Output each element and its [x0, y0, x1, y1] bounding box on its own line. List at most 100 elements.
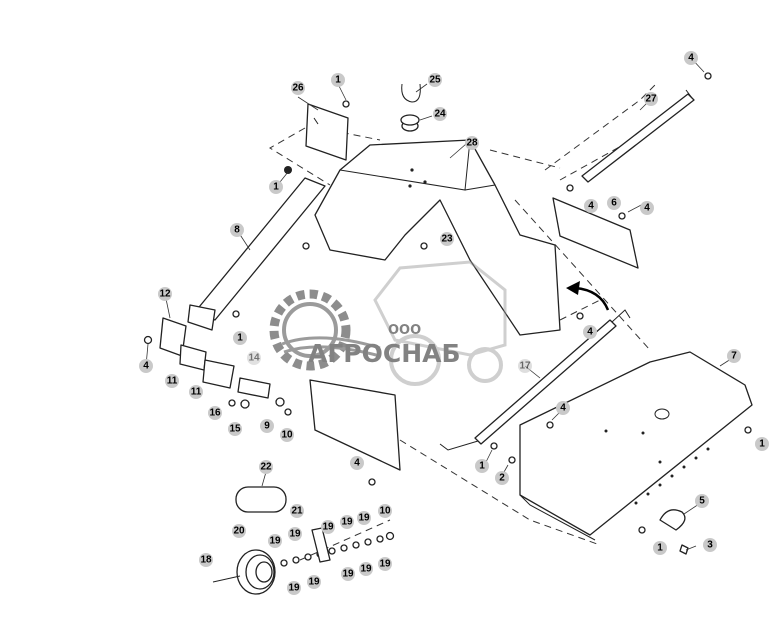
- tie-rod: [439, 309, 631, 451]
- callout-19: 19: [288, 527, 302, 541]
- watermark-name: АГРОСНАБ: [308, 339, 461, 368]
- hood-cover: [314, 139, 561, 336]
- callout-10: 10: [280, 428, 294, 442]
- svg-text:26: 26: [292, 83, 304, 94]
- svg-text:15: 15: [229, 424, 241, 435]
- callout-4: 4: [640, 201, 654, 215]
- svg-text:10: 10: [379, 506, 391, 517]
- bracket-hardware: [143, 310, 285, 409]
- svg-text:25: 25: [429, 75, 441, 86]
- callout-19: 19: [307, 575, 321, 589]
- svg-text:23: 23: [441, 234, 453, 245]
- fasteners: [228, 72, 752, 534]
- callout-1: 1: [331, 73, 345, 87]
- top-rod: [581, 89, 695, 183]
- callout-16: 16: [208, 406, 222, 420]
- svg-text:19: 19: [288, 583, 300, 594]
- svg-text:9: 9: [264, 421, 270, 432]
- svg-text:22: 22: [260, 462, 272, 473]
- combine-harvester-icon: [373, 260, 507, 386]
- svg-text:4: 4: [560, 403, 566, 414]
- gear-icon: [269, 289, 381, 371]
- pipe-clamp: [659, 509, 689, 555]
- svg-text:24: 24: [434, 109, 446, 120]
- svg-text:4: 4: [587, 327, 593, 338]
- callout-17: 17: [518, 359, 532, 373]
- callout-19: 19: [359, 562, 373, 576]
- washer-stack: [280, 527, 395, 567]
- svg-text:17: 17: [519, 361, 531, 372]
- callout-15: 15: [228, 422, 242, 436]
- svg-text:19: 19: [269, 536, 281, 547]
- callout-20: 20: [232, 524, 246, 538]
- callout-23: 23: [440, 232, 454, 246]
- callout-19: 19: [378, 557, 392, 571]
- svg-text:14: 14: [248, 353, 260, 364]
- svg-text:28: 28: [466, 138, 478, 149]
- svg-text:2: 2: [499, 473, 505, 484]
- callout-25: 25: [428, 73, 442, 87]
- svg-text:4: 4: [354, 458, 360, 469]
- svg-text:4: 4: [688, 53, 694, 64]
- callout-3: 3: [703, 538, 717, 552]
- svg-text:1: 1: [479, 461, 485, 472]
- callout-26: 26: [291, 81, 305, 95]
- svg-text:4: 4: [143, 361, 149, 372]
- callout-1: 1: [653, 541, 667, 555]
- support-arm: [187, 166, 326, 331]
- svg-text:3: 3: [707, 540, 713, 551]
- svg-text:1: 1: [335, 75, 341, 86]
- svg-text:27: 27: [645, 94, 657, 105]
- callout-4: 4: [684, 51, 698, 65]
- svg-text:19: 19: [308, 577, 320, 588]
- callout-1: 1: [755, 437, 769, 451]
- callout-1: 1: [475, 459, 489, 473]
- callout-12: 12: [158, 287, 172, 301]
- svg-text:6: 6: [611, 198, 617, 209]
- svg-text:1: 1: [237, 333, 243, 344]
- svg-text:19: 19: [360, 564, 372, 575]
- svg-text:19: 19: [289, 529, 301, 540]
- callout-4: 4: [583, 325, 597, 339]
- callout-7: 7: [727, 349, 741, 363]
- svg-text:10: 10: [281, 430, 293, 441]
- watermark-prefix: ООО: [388, 323, 421, 338]
- svg-text:19: 19: [342, 569, 354, 580]
- callout-19: 19: [341, 567, 355, 581]
- mount-brackets: [159, 317, 235, 389]
- callout-8: 8: [230, 223, 244, 237]
- cover-plate: [552, 197, 639, 269]
- callout-24: 24: [433, 107, 447, 121]
- watermark-logo: ООО АГРОСНАБ: [269, 260, 507, 386]
- callout-14: 14: [247, 351, 261, 365]
- u-bolt-and-bushing: [400, 83, 421, 132]
- callout-6: 6: [607, 196, 621, 210]
- svg-text:16: 16: [209, 408, 221, 419]
- callout-11: 11: [165, 374, 179, 388]
- svg-text:5: 5: [699, 496, 705, 507]
- svg-text:19: 19: [322, 522, 334, 533]
- svg-text:1: 1: [657, 543, 663, 554]
- svg-text:8: 8: [234, 225, 240, 236]
- plate-hole-row: [634, 447, 710, 505]
- svg-text:19: 19: [358, 513, 370, 524]
- callout-28: 28: [465, 136, 479, 150]
- callout-9: 9: [260, 419, 274, 433]
- svg-text:11: 11: [167, 376, 178, 387]
- svg-text:4: 4: [588, 201, 594, 212]
- svg-text:4: 4: [644, 203, 650, 214]
- callout-19: 19: [287, 581, 301, 595]
- callout-19: 19: [321, 520, 335, 534]
- callout-21: 21: [290, 504, 304, 518]
- svg-text:1: 1: [273, 182, 279, 193]
- rotation-arrow: [566, 281, 610, 311]
- svg-text:19: 19: [379, 559, 391, 570]
- callout-4: 4: [556, 401, 570, 415]
- svg-text:20: 20: [233, 526, 245, 537]
- callout-2: 2: [495, 471, 509, 485]
- callout-1: 1: [269, 180, 283, 194]
- callout-19: 19: [357, 511, 371, 525]
- callout-18: 18: [199, 553, 213, 567]
- svg-text:12: 12: [159, 289, 171, 300]
